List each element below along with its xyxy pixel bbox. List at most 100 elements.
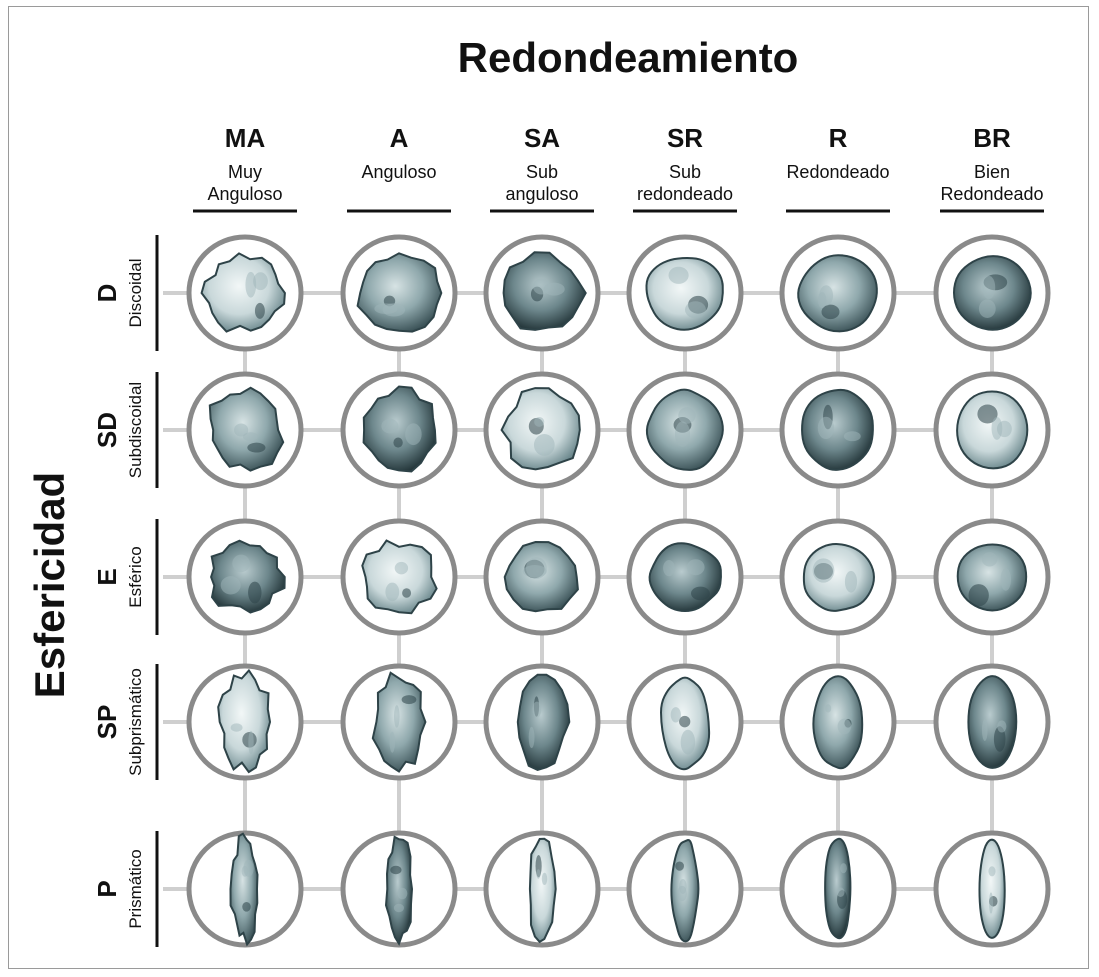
grain-cell <box>933 830 1051 948</box>
grain-shading <box>248 730 254 755</box>
grain-shading <box>534 416 545 427</box>
grain-cell <box>340 518 458 636</box>
grain-shading <box>680 729 696 755</box>
grain-cell <box>779 518 897 636</box>
grain-shading <box>840 863 847 874</box>
grain-shape <box>801 388 874 471</box>
y-axis-title: Esfericidad <box>26 472 73 698</box>
grain-shading <box>220 576 241 595</box>
grain-shading <box>374 303 398 315</box>
column-name: Redondeado <box>786 162 889 182</box>
grain-cell <box>626 830 744 948</box>
column-name: Anguloso <box>361 162 436 182</box>
grain-shading <box>1000 568 1012 591</box>
column-abbreviation: A <box>390 123 409 153</box>
grain-shape <box>362 385 437 473</box>
grain-shading <box>993 726 1006 752</box>
grain-cell <box>483 518 601 636</box>
grain-cell <box>483 663 601 781</box>
grain-shading <box>532 701 542 718</box>
grain-shading <box>393 705 400 728</box>
grain-cell <box>626 518 744 636</box>
column-abbreviation: SA <box>524 123 560 153</box>
grain-shape <box>978 838 1006 939</box>
column-abbreviation: BR <box>973 123 1011 153</box>
row-name: Prismático <box>126 849 145 928</box>
grain-shading <box>536 869 541 879</box>
figure-frame <box>8 6 1089 969</box>
grain-cell <box>483 830 601 948</box>
column-name: Sub <box>526 162 558 182</box>
row-name: Discoidal <box>126 259 145 328</box>
column-name: anguloso <box>505 184 578 204</box>
grain-cell <box>483 371 601 489</box>
row-abbreviation: E <box>92 568 122 585</box>
grain-shading <box>685 301 706 319</box>
column-abbreviation: SR <box>667 123 703 153</box>
grain-shading <box>988 892 994 914</box>
grain-shading <box>982 275 996 300</box>
grain-shading <box>247 442 266 453</box>
grain-shading <box>241 865 249 877</box>
grain-shape <box>812 675 864 770</box>
grain-cell <box>626 663 744 781</box>
grain-cell <box>626 234 744 352</box>
grain-cell <box>340 234 458 352</box>
grain-cell <box>340 663 458 781</box>
grain-shading <box>232 554 250 573</box>
grain-shading <box>385 582 400 602</box>
grain-shading <box>533 434 555 456</box>
row-abbreviation: P <box>92 880 122 897</box>
grain-shading <box>242 902 251 912</box>
grain-cell <box>933 518 1051 636</box>
grain-cell <box>186 234 304 352</box>
column-name: Sub <box>669 162 701 182</box>
grain-shading <box>381 418 399 434</box>
grain-shading <box>686 559 705 576</box>
grain-shading <box>843 431 861 442</box>
grain-shading <box>825 704 832 713</box>
grain-shading <box>248 581 262 604</box>
grain-shape <box>210 539 286 614</box>
grain-shading <box>981 552 998 567</box>
grain-cell <box>779 663 897 781</box>
grain-cell <box>483 234 601 352</box>
grain-shading <box>977 404 998 424</box>
grain-shading <box>817 416 835 440</box>
grain-shading <box>991 416 1003 440</box>
row-abbreviation: SD <box>92 412 122 448</box>
row-abbreviation: SP <box>92 705 122 740</box>
grain-cell <box>186 830 304 948</box>
grain-shading <box>528 726 535 749</box>
grain-cell <box>186 518 304 636</box>
grain-shading <box>668 266 689 284</box>
grain-shading <box>978 299 996 318</box>
grain-shading <box>821 304 840 320</box>
grain-shading <box>675 861 684 871</box>
grain-shading <box>253 272 268 291</box>
grain-shape <box>361 539 438 615</box>
grain-cell <box>779 234 897 352</box>
grain-cell <box>933 663 1051 781</box>
grain-shading <box>677 885 687 902</box>
grain-shape <box>967 675 1018 769</box>
column-abbreviation: R <box>829 123 848 153</box>
grain-cell <box>340 830 458 948</box>
grain-shading <box>691 586 710 601</box>
column-name: Anguloso <box>207 184 282 204</box>
column-name: Muy <box>228 162 262 182</box>
grain-shading <box>674 421 691 447</box>
grain-shading <box>543 282 565 296</box>
grain-shading <box>254 302 265 319</box>
grain-shading <box>541 872 548 885</box>
row-abbreviation: D <box>92 284 122 303</box>
column-name: Bien <box>974 162 1010 182</box>
grain-shading <box>836 887 845 897</box>
grain-shading <box>393 903 404 913</box>
row-name: Esférico <box>126 546 145 607</box>
grain-shading <box>393 437 403 448</box>
grain-cell <box>779 830 897 948</box>
column-abbreviation: MA <box>225 123 266 153</box>
grain-shading <box>663 560 675 577</box>
